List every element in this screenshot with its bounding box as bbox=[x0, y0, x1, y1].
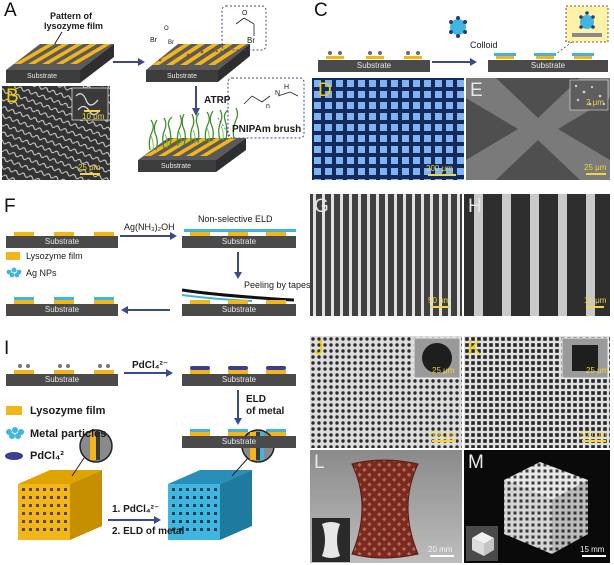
legend-ag-nps: Ag NPs bbox=[26, 268, 57, 278]
panel-f-substrate-3: Substrate bbox=[6, 304, 118, 316]
panel-m-scalebar bbox=[582, 555, 606, 557]
panel-i-substrate-1: Substrate bbox=[6, 374, 118, 386]
panel-e-scale: 25 μm bbox=[584, 163, 607, 172]
panel-l-scale: 20 mm bbox=[428, 545, 453, 554]
initiator-bromine-small-2: Br bbox=[168, 40, 174, 46]
panel-i-substrate-3: Substrate bbox=[182, 436, 296, 448]
panel-f-substrate-2: Substrate bbox=[182, 236, 296, 248]
panel-b-micrograph bbox=[2, 86, 110, 180]
panel-label-g: G bbox=[314, 196, 329, 217]
panel-b-scalebar bbox=[80, 173, 100, 175]
panel-b-inset-scale: 10 μm bbox=[82, 112, 105, 121]
panel-label-m: M bbox=[468, 452, 484, 473]
panel-label-l: L bbox=[314, 452, 325, 473]
initiator-oxygen: O bbox=[242, 10, 248, 17]
panel-label-a: A bbox=[4, 0, 17, 21]
panel-c-substrate-1: Substrate bbox=[318, 60, 430, 72]
panel-i-substrate-2: Substrate bbox=[182, 374, 296, 386]
panel-k-scale: 500 μm bbox=[580, 430, 607, 439]
legend-pdcl: PdCl₄² bbox=[30, 450, 64, 462]
panel-label-e: E bbox=[470, 80, 483, 101]
panel-b-scale: 25 μm bbox=[78, 163, 101, 172]
panel-label-b: B bbox=[6, 86, 19, 107]
brush-repeat-n: n bbox=[266, 103, 270, 110]
panel-m-photo bbox=[464, 450, 610, 563]
panel-label-c: C bbox=[314, 0, 328, 21]
legend-metal-particles: Metal particles bbox=[30, 428, 107, 440]
panel-k-scalebar bbox=[582, 440, 606, 442]
panel-label-k: K bbox=[468, 338, 481, 359]
atrp-label: ATRP bbox=[204, 95, 231, 106]
eld-label: ELD bbox=[246, 394, 266, 405]
panel-label-i: I bbox=[4, 338, 10, 359]
panel-label-f: F bbox=[4, 196, 16, 217]
cube-step-1-label: 1. PdCl₄²⁻ bbox=[112, 504, 160, 515]
peeling-label: Peeling by tapes bbox=[244, 280, 311, 290]
panel-h-scalebar bbox=[586, 306, 604, 308]
panel-d-scale: 200 μm bbox=[426, 164, 453, 173]
ag-reagent-label: Ag(NH₃)₂OH bbox=[124, 222, 175, 232]
of-metal-label: of metal bbox=[246, 406, 285, 417]
panel-e-micrograph bbox=[466, 78, 610, 180]
panel-j-scalebar bbox=[432, 440, 456, 442]
panel-label-d: D bbox=[318, 80, 332, 101]
panel-j-scale: 500 μm bbox=[430, 430, 457, 439]
brush-h: H bbox=[284, 84, 290, 91]
panel-g-scalebar bbox=[430, 306, 450, 308]
panel-l-photo bbox=[310, 450, 462, 563]
initiator-oxygen-small: O bbox=[164, 26, 169, 32]
panel-g-micrograph bbox=[310, 194, 462, 316]
pattern-label-line2: lysozyme film bbox=[44, 21, 104, 31]
panel-j-inset-scale: 25 μm bbox=[432, 366, 455, 375]
panel-label-h: H bbox=[468, 196, 482, 217]
non-selective-eld-label: Non-selective ELD bbox=[198, 214, 273, 224]
panel-d-micrograph bbox=[312, 78, 464, 180]
pattern-label-line1: Pattern of bbox=[50, 11, 93, 21]
panel-d-scalebar bbox=[428, 174, 456, 176]
panel-label-j: J bbox=[314, 338, 324, 359]
panel-h-micrograph bbox=[464, 194, 610, 316]
panel-k-inset-scale: 25 μm bbox=[586, 366, 609, 375]
pnipam-brush-label: PNIPAm brush bbox=[232, 124, 302, 135]
panel-j-micrograph bbox=[310, 336, 462, 448]
initiator-bromine: Br bbox=[247, 36, 255, 45]
panel-e-inset-scale: 2 μm bbox=[586, 98, 604, 107]
substrate-label-a3: Substrate bbox=[161, 163, 191, 170]
legend-lysozyme-f: Lysozyme film bbox=[26, 251, 83, 261]
pdcl-reagent-label: PdCl₄²⁻ bbox=[132, 360, 169, 371]
colloid-label: Colloid bbox=[470, 40, 498, 50]
substrate-label-a1: Substrate bbox=[27, 73, 57, 80]
initiator-bromine-small-1: Br bbox=[150, 37, 157, 44]
panel-k-micrograph bbox=[464, 336, 610, 448]
panel-c-substrate-2: Substrate bbox=[488, 60, 608, 72]
panel-b-inset-scalebar bbox=[84, 110, 100, 112]
substrate-label-a2: Substrate bbox=[167, 73, 197, 80]
brush-n: N bbox=[275, 90, 281, 97]
panel-e-scalebar bbox=[586, 173, 606, 175]
panel-m-scale: 15 mm bbox=[580, 545, 605, 554]
panel-l-scalebar bbox=[430, 555, 454, 557]
cube-step-2-label: 2. ELD of metal bbox=[112, 526, 185, 537]
panel-g-scale: 50 μm bbox=[428, 296, 451, 305]
panel-h-scale: 10 μm bbox=[584, 296, 607, 305]
panel-f-substrate-4: Substrate bbox=[182, 304, 296, 316]
legend-lysozyme-i: Lysozyme film bbox=[30, 405, 106, 417]
panel-f-substrate-1: Substrate bbox=[6, 236, 118, 248]
